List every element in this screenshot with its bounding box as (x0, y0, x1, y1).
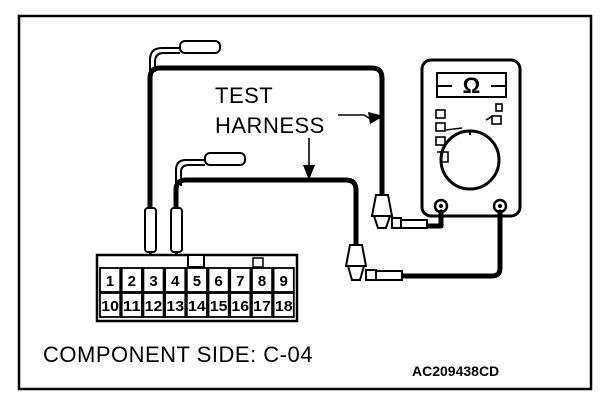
alligator-clip-icon (370, 194, 428, 229)
pin-cavity (142, 292, 165, 318)
pin-number: 10 (101, 298, 119, 315)
pin-cavity (185, 292, 208, 318)
ohm-symbol: Ω (463, 73, 481, 98)
meter-lead-ohm (397, 209, 503, 279)
pin-cavity (120, 267, 143, 293)
component-side-label: COMPONENT SIDE: C-04 (43, 342, 313, 367)
pin-number: 17 (253, 298, 271, 315)
pin-number: 13 (166, 298, 184, 315)
arrow-to-upper-lead (368, 112, 384, 124)
test-label: TEST (215, 83, 273, 108)
pin-cavity (120, 292, 143, 318)
pin-number: 16 (231, 298, 249, 315)
test-probe-icon (149, 40, 221, 72)
pin-cavity (164, 292, 187, 318)
pin-number: 18 (275, 298, 293, 315)
figure-frame (17, 14, 593, 391)
pin-cavity (99, 267, 122, 293)
pin-cavity (185, 267, 208, 293)
pin-cavity (272, 267, 295, 293)
alligator-clip-icon (344, 244, 403, 281)
pin-cavity (207, 267, 230, 293)
test-harness-wire-pin4 (173, 177, 359, 248)
pin-cavity (250, 292, 273, 318)
harness-label: HARNESS (215, 113, 325, 138)
pin-cavity (250, 267, 273, 293)
figure-code: AC209438CD (412, 363, 499, 379)
pin-number: 15 (210, 298, 228, 315)
test-harness-wire-pin3 (147, 65, 385, 215)
pin-number: 12 (145, 298, 163, 315)
test-probe-icon (175, 152, 246, 186)
pin-number: 9 (280, 273, 288, 290)
pin-number: 3 (149, 273, 157, 290)
pin-cavity (142, 267, 165, 293)
pin-number: 6 (214, 273, 222, 290)
arrow-to-lower-lead (303, 165, 315, 180)
pin-cavity (164, 267, 187, 293)
pin-number: 14 (188, 298, 206, 315)
multimeter-icon: Ω (420, 58, 522, 218)
pin-number: 1 (106, 273, 114, 290)
pin-number: 11 (123, 298, 141, 315)
pin-cavity (99, 292, 122, 318)
pin-cavity (229, 292, 252, 318)
pin-cavity (272, 292, 295, 318)
selector-dial (439, 129, 501, 191)
pin-number: 2 (128, 273, 136, 290)
pin-number: 5 (193, 273, 201, 290)
pin-number: 7 (236, 273, 244, 290)
pin-cavity (229, 267, 252, 293)
pin-number: 4 (171, 273, 180, 290)
pin-number: 8 (258, 273, 266, 290)
pin-cavity (207, 292, 230, 318)
meter-lead-com (422, 209, 444, 229)
